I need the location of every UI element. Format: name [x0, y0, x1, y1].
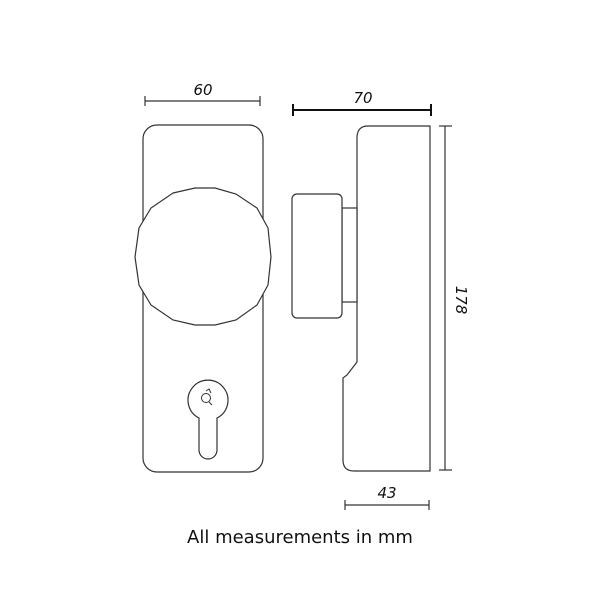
dimension-70	[292, 104, 432, 116]
dimension-label-178: 178	[452, 286, 470, 315]
knob-profile	[291, 193, 343, 319]
dimension-label-43: 43	[377, 484, 396, 502]
side-body	[342, 125, 431, 472]
euro-cylinder-keyhole	[187, 379, 229, 460]
dimension-60	[144, 96, 261, 106]
dimension-178	[439, 125, 452, 471]
knob-neck	[341, 207, 358, 303]
measurement-caption: All measurements in mm	[187, 527, 413, 548]
front-view	[134, 124, 272, 473]
dimension-43	[344, 500, 430, 510]
dimension-label-60: 60	[193, 81, 212, 99]
knob	[134, 187, 272, 326]
cylinder-cam-icon	[201, 388, 213, 406]
dimension-label-70: 70	[353, 89, 372, 107]
side-view	[291, 125, 431, 472]
